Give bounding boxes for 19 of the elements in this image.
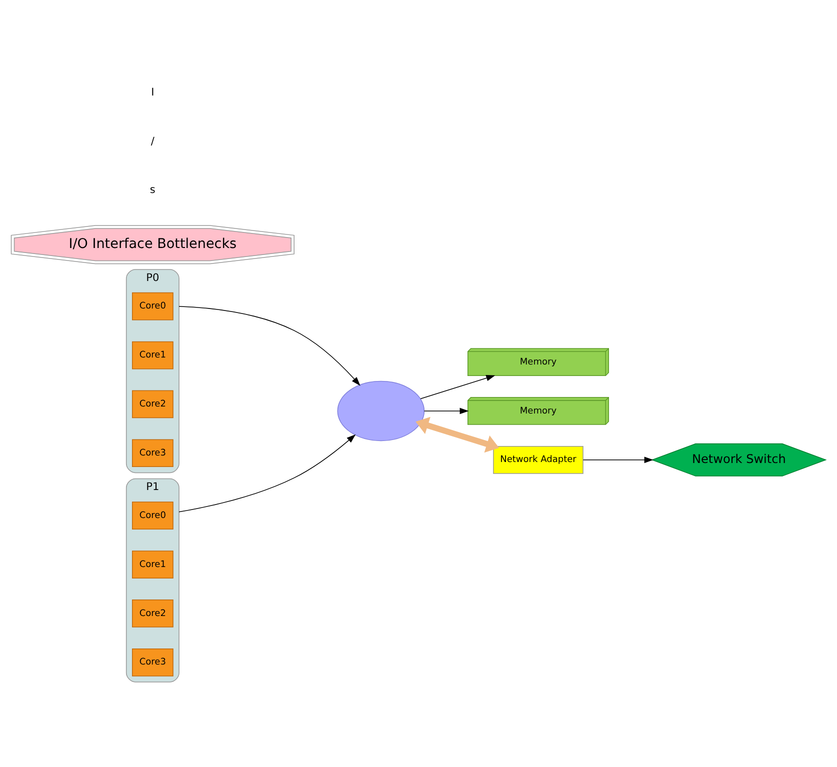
node-box: Core1 bbox=[132, 341, 174, 370]
arrow bbox=[420, 375, 496, 400]
arrow bbox=[582, 456, 654, 464]
label: s bbox=[150, 184, 156, 196]
node-cloud bbox=[337, 380, 425, 442]
node-box: Core2 bbox=[132, 600, 174, 628]
node-box: Core1 bbox=[132, 550, 174, 578]
node-box: Core2 bbox=[132, 390, 174, 418]
node-box: Core3 bbox=[132, 439, 174, 468]
node-box: Core3 bbox=[132, 648, 174, 676]
arrow bbox=[178, 434, 356, 512]
node-box: Core0 bbox=[132, 292, 174, 320]
label: / bbox=[150, 135, 154, 148]
node-box: Network Adapter bbox=[493, 446, 584, 474]
label: I bbox=[151, 86, 154, 98]
arrow bbox=[416, 416, 500, 453]
arrow bbox=[424, 408, 469, 414]
arrow bbox=[178, 306, 360, 386]
node-box: Core0 bbox=[132, 502, 174, 530]
